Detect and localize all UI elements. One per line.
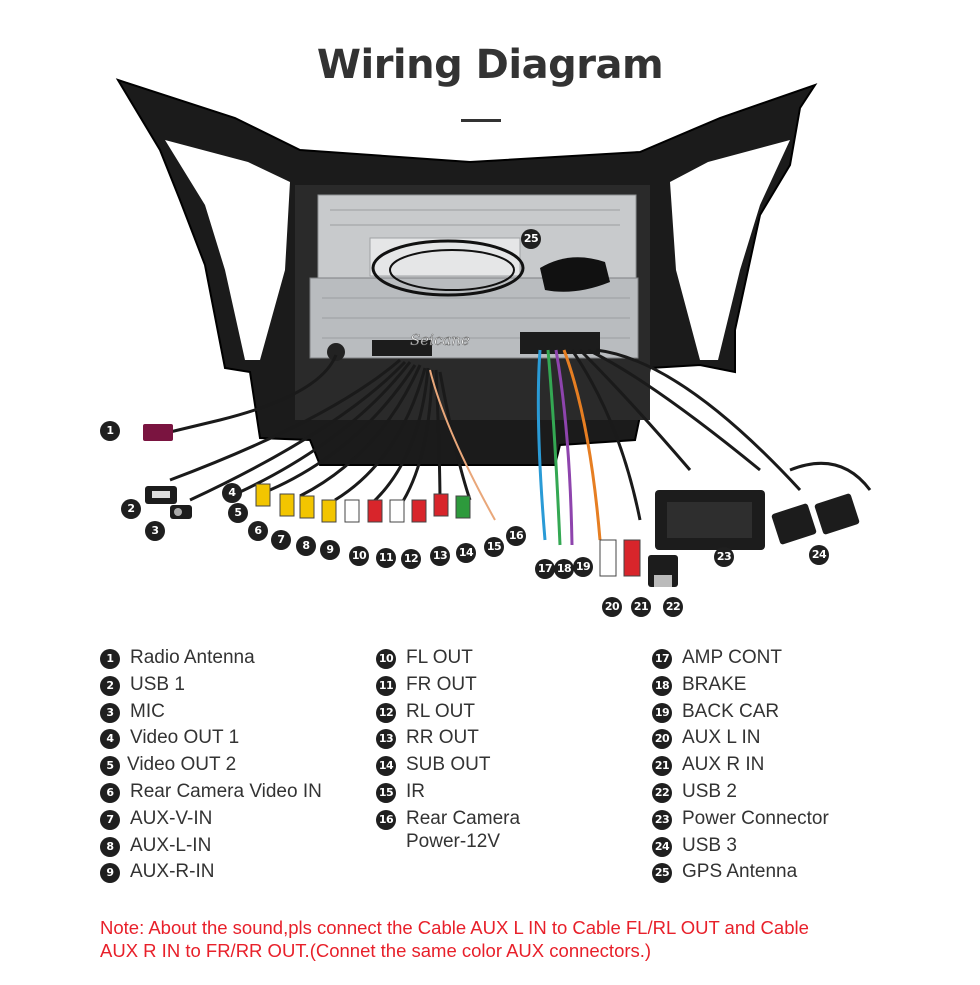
legend-number: 15 — [376, 782, 396, 803]
callout-12: 12 — [401, 549, 421, 569]
callout-3: 3 — [145, 521, 165, 541]
callout-13: 13 — [430, 546, 450, 566]
callout-20: 20 — [602, 597, 622, 617]
callout-2: 2 — [121, 499, 141, 519]
callout-23: 23 — [714, 547, 734, 567]
sound-note-line2: AUX R IN to FR/RR OUT.(Connet the same c… — [100, 940, 652, 961]
callout-22: 22 — [663, 597, 683, 617]
legend-number: 4 — [100, 729, 120, 750]
callout-18: 18 — [554, 559, 574, 579]
legend-label: FR OUT — [406, 673, 477, 695]
usb3-plug-b — [814, 493, 860, 535]
callout-1: 1 — [100, 421, 120, 441]
legend-number: 25 — [652, 863, 672, 884]
callout-25: 25 — [521, 229, 541, 249]
aux-r-in-plug — [623, 539, 641, 577]
legend-label: GPS Antenna — [682, 861, 798, 883]
legend-number: 13 — [376, 729, 396, 750]
legend-label: USB 2 — [682, 780, 737, 802]
legend-label: Rear Camera Video IN — [130, 780, 322, 802]
legend-label: Power Connector — [682, 807, 829, 829]
legend-label: Radio Antenna — [130, 647, 255, 668]
legend-label: RL OUT — [406, 700, 475, 722]
legend-number: 14 — [376, 756, 396, 777]
legend-label: IR — [406, 780, 425, 802]
callout-17: 17 — [535, 559, 555, 579]
callout-4: 4 — [222, 483, 242, 503]
callout-14: 14 — [456, 543, 476, 563]
sound-note-line1: Note: About the sound,pls connect the Ca… — [100, 917, 809, 938]
rear-connector — [520, 332, 600, 354]
callout-21: 21 — [631, 597, 651, 617]
legend-label: AUX-R-IN — [130, 861, 215, 883]
callout-10: 10 — [349, 546, 369, 566]
callout-11: 11 — [376, 548, 396, 568]
legend-label: SUB OUT — [406, 754, 491, 776]
legend-number: 8 — [100, 836, 120, 857]
legend-number: 22 — [652, 782, 672, 803]
legend-label: USB 1 — [130, 673, 185, 695]
callout-5: 5 — [228, 503, 248, 523]
callout-8: 8 — [296, 536, 316, 556]
bezel-window-right — [670, 140, 790, 360]
legend-number: 7 — [100, 809, 120, 830]
sound-note: Note: About the sound,pls connect the Ca… — [100, 916, 900, 962]
legend-label: AUX L IN — [682, 727, 761, 749]
brand-watermark: Seicane — [410, 331, 470, 349]
callout-24: 24 — [809, 545, 829, 565]
legend-number: 6 — [100, 782, 120, 803]
legend-label: Video OUT 1 — [130, 727, 240, 749]
legend-number: 23 — [652, 809, 672, 830]
legend-label: FL OUT — [406, 647, 473, 668]
legend-number: 21 — [652, 756, 672, 777]
legend-number: 20 — [652, 729, 672, 750]
legend-number: 24 — [652, 836, 672, 857]
gps-antenna-cable-loop — [371, 239, 525, 297]
legend-label: MIC — [130, 700, 165, 722]
legend-label: BACK CAR — [682, 700, 780, 722]
legend-label: RR OUT — [406, 727, 479, 749]
legend-number: 18 — [652, 675, 672, 696]
callout-6: 6 — [248, 521, 268, 541]
rear-connector-2 — [372, 340, 432, 356]
legend-label: AUX R IN — [682, 754, 765, 776]
page-title: Wiring Diagram — [316, 42, 664, 88]
legend-label-line1: Rear Camera — [406, 807, 521, 829]
legend-number: 11 — [376, 675, 396, 696]
legend-label: AUX-L-IN — [130, 834, 212, 856]
antenna-socket — [327, 343, 345, 361]
chassis-label — [369, 237, 521, 277]
legend-label: AMP CONT — [682, 647, 782, 668]
legend-number: 19 — [652, 702, 672, 723]
legend-number: 3 — [100, 702, 120, 723]
legend-label: USB 3 — [682, 834, 737, 856]
gps-antenna-puck — [540, 257, 610, 292]
callout-7: 7 — [271, 530, 291, 550]
legend-number: 17 — [652, 649, 672, 669]
legend-label: BRAKE — [682, 673, 747, 695]
callout-15: 15 — [484, 537, 504, 557]
legend-number: 12 — [376, 702, 396, 723]
legend-number: 2 — [100, 675, 120, 696]
title-underline — [461, 119, 501, 122]
head-unit-illustration: Seicane — [115, 78, 872, 587]
rca-plugs — [255, 483, 471, 523]
callout-9: 9 — [320, 540, 340, 560]
legend-number: 5 — [100, 756, 120, 777]
legend-number: 10 — [376, 649, 396, 669]
legend-label-line2: Power-12V — [406, 830, 500, 852]
usb3-plug-a — [771, 503, 817, 545]
callout-19: 19 — [573, 557, 593, 577]
legend-number: 16 — [376, 809, 396, 830]
legend-number: 1 — [100, 649, 120, 669]
radio-antenna-plug — [143, 424, 173, 441]
aux-l-in-plug — [599, 539, 617, 577]
legend-number: 9 — [100, 863, 120, 884]
legend-label: Video OUT 2 — [127, 754, 237, 776]
callout-16: 16 — [506, 526, 526, 546]
legend-label: AUX-V-IN — [130, 807, 213, 829]
bezel-window-left — [165, 140, 290, 360]
